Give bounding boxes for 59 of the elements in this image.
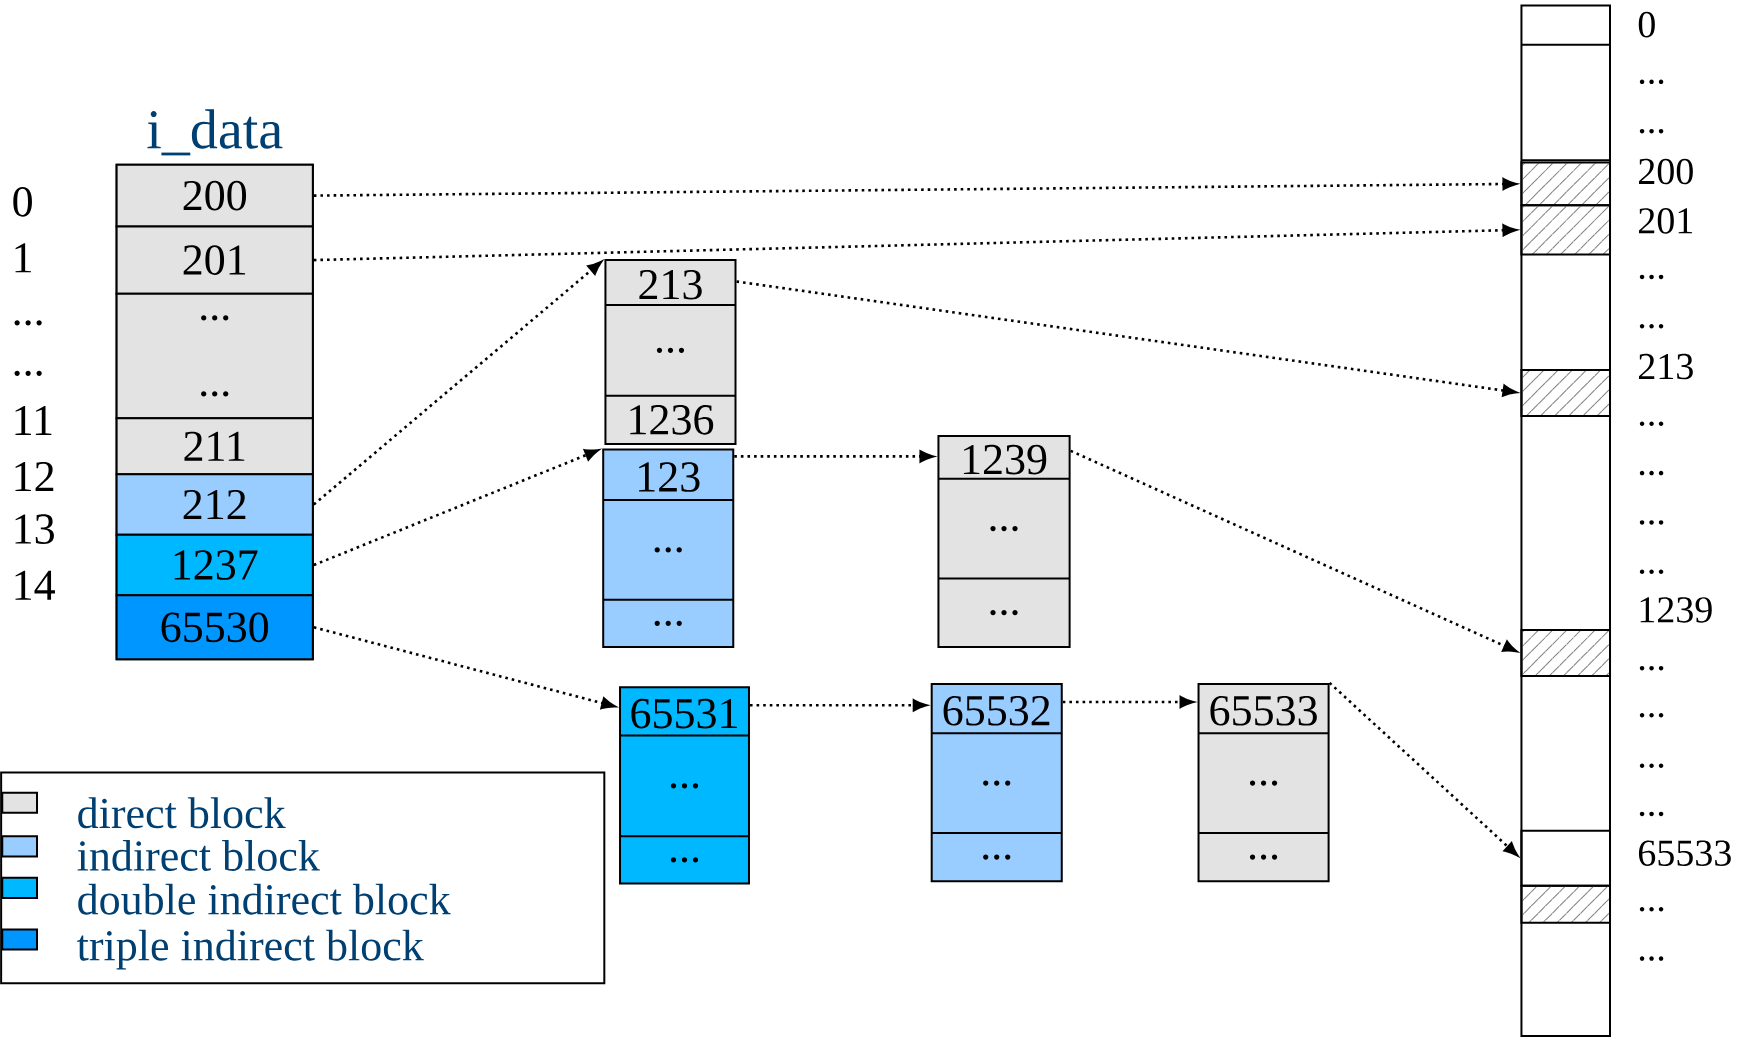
block-table: 65531 ... ... — [619, 686, 750, 885]
array-cell: 1237 — [115, 533, 314, 597]
block-number: ... — [1639, 569, 1664, 574]
block-number: 200 — [1639, 158, 1693, 185]
hatched-block — [1520, 884, 1611, 924]
row-index: 14 — [15, 570, 55, 600]
legend-label: direct block — [78, 797, 286, 829]
block-number: ... — [1639, 520, 1664, 525]
block-table: 123 ... ... — [602, 448, 735, 648]
arrow — [313, 261, 602, 506]
array-cell: 201 — [115, 225, 314, 295]
node-label: i_data — [147, 109, 283, 156]
legend-label: double indirect block — [78, 883, 451, 915]
block-number: ... — [1639, 811, 1664, 817]
block-number: ... — [1639, 323, 1664, 329]
array-cell: 212 — [115, 473, 314, 536]
block-number: ... — [1639, 79, 1664, 84]
block-number: ... — [1639, 470, 1664, 476]
block-number: 1239 — [1640, 597, 1712, 623]
block-number: ... — [1639, 128, 1664, 134]
block-table: 65532 ... ... — [930, 682, 1063, 883]
hatched-block — [1520, 204, 1611, 256]
disk-column — [1520, 4, 1611, 1037]
array-cell: 200 — [115, 163, 314, 228]
row-index: ... — [14, 370, 42, 376]
hatched-block — [1520, 629, 1611, 677]
hatched-block — [1520, 161, 1611, 207]
block-table: 1239 ... ... — [937, 435, 1071, 648]
block-number: ... — [1639, 713, 1664, 718]
block-number: ... — [1639, 421, 1664, 426]
legend-label: triple indirect block — [77, 929, 424, 970]
array-cell: 211 — [115, 417, 314, 476]
block-number: 213 — [1639, 353, 1693, 380]
row-index: ... — [14, 320, 42, 326]
arrow — [313, 178, 1517, 197]
legend-label: indirect block — [77, 839, 320, 871]
block-number: 0 — [1638, 11, 1655, 38]
hatched-block — [1520, 368, 1611, 417]
block-number: 65533 — [1638, 840, 1731, 866]
row-index: 11 — [15, 405, 52, 435]
block-table: 213 ... 1236 — [604, 259, 737, 445]
row-index: 0 — [13, 186, 32, 217]
block-number: ... — [1639, 956, 1664, 961]
arrow — [736, 280, 1517, 397]
row-index: 1 — [15, 243, 31, 273]
arrow — [1328, 681, 1518, 856]
block-number: ... — [1639, 274, 1664, 280]
block-number: 201 — [1639, 208, 1693, 234]
block-number: ... — [1639, 906, 1664, 912]
array-cell: 65530 — [115, 594, 314, 661]
arrow — [1062, 695, 1194, 708]
block-number: ... — [1639, 763, 1664, 768]
arrow — [313, 224, 1517, 262]
arrow — [1070, 449, 1518, 653]
row-index: 12 — [15, 461, 54, 491]
arrow — [313, 449, 599, 567]
disk-slot — [1520, 829, 1611, 887]
row-index: 13 — [15, 514, 54, 544]
block-table: 65533 ... ... — [1197, 682, 1330, 883]
